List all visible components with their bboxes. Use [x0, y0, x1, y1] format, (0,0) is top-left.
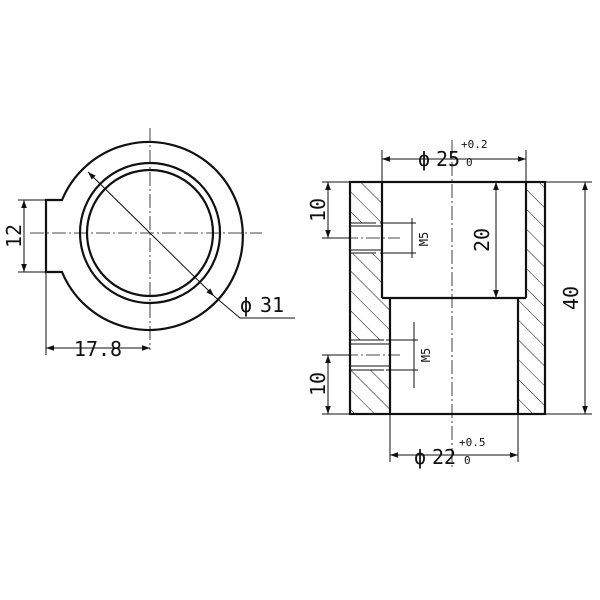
dim-10-bottom-label: 10 — [306, 372, 330, 396]
section-view: M5 M5 ϕ 25 +0.2 0 ϕ 22 +0.5 0 10 10 20 — [306, 138, 592, 469]
front-view: ϕ 31 12 17.8 — [2, 128, 295, 361]
dim-phi22-tol-upper: +0.5 — [459, 436, 486, 449]
diameter-31-leader-tail — [213, 295, 295, 319]
dim-40-label: 40 — [559, 286, 583, 310]
outer-outline — [348, 180, 547, 416]
dim-17-8-label: 17.8 — [74, 337, 122, 361]
diameter-31-leader — [87, 171, 215, 297]
diameter-31-symbol: ϕ — [240, 293, 252, 317]
hatch-right-upper — [526, 182, 545, 298]
hatch-right-lower — [518, 298, 545, 414]
dim-phi22-value: 22 — [432, 445, 456, 469]
dim-phi25-tol-upper: +0.2 — [461, 138, 488, 151]
dim-phi25-symbol: ϕ — [418, 147, 430, 171]
thread-bottom-label: M5 — [419, 348, 433, 362]
outer-profile-with-tab — [44, 140, 244, 332]
thread-top-label: M5 — [417, 232, 431, 246]
dim-phi25-tol-lower: 0 — [466, 156, 473, 169]
dim-phi22-tol-lower: 0 — [464, 454, 471, 467]
dim-phi22-symbol: ϕ — [414, 445, 426, 469]
dim-12-label: 12 — [2, 224, 26, 248]
dim-10-top-label: 10 — [306, 198, 330, 222]
diameter-31-value: 31 — [260, 293, 284, 317]
dim-phi25-value: 25 — [436, 147, 460, 171]
dim-20-label: 20 — [470, 228, 494, 252]
